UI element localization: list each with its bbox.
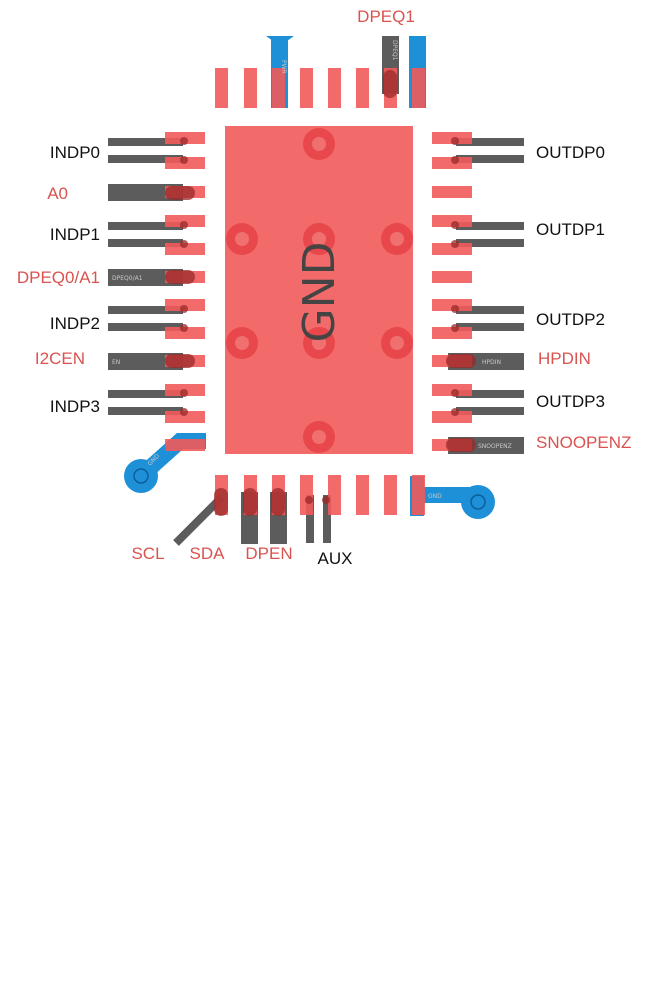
pad-right-4 <box>432 215 472 227</box>
pad-top-8 <box>412 68 425 108</box>
blue-arrow-top <box>266 36 294 46</box>
via-5 <box>226 327 258 359</box>
trace-tag-dpeq1: DPEQ1 <box>391 40 398 61</box>
pad-top-1 <box>215 68 228 108</box>
pad-left-7 <box>165 299 205 311</box>
trace-tag-snoopenz: SNOOPENZ <box>478 443 512 450</box>
via-6 <box>303 327 335 359</box>
center-gnd-pad <box>225 126 413 454</box>
pad-left-11 <box>165 411 205 423</box>
trace-indp2-b <box>108 323 183 331</box>
trace-outdp0-a <box>456 138 524 146</box>
trace-aux-b <box>323 495 331 543</box>
trace-a0 <box>108 184 183 201</box>
pad-right-10 <box>432 384 472 396</box>
label-dpeq1: DPEQ1 <box>357 7 415 26</box>
pad-bottom-4 <box>300 475 313 515</box>
trace-dpeq0 <box>108 269 183 286</box>
pad-bottom-6 <box>356 475 369 515</box>
trace-indp1-b <box>108 239 183 247</box>
trace-tag-gnd-br: GND <box>428 493 442 500</box>
trace-indp3-a <box>108 390 183 398</box>
via-2 <box>226 223 258 255</box>
pad-right-8 <box>432 327 472 339</box>
label-outdp2: OUTDP2 <box>536 310 605 329</box>
pad-right-3 <box>432 186 472 198</box>
pad-left-12 <box>165 439 205 451</box>
label-snoopenz: SNOOPENZ <box>536 433 631 452</box>
trace-i2cen <box>108 353 183 370</box>
via-blue-bottom-left <box>124 459 158 493</box>
trace-outdp2-b <box>456 323 524 331</box>
trace-aux-a <box>306 495 314 543</box>
via-3 <box>303 223 335 255</box>
pad-left-8 <box>165 327 205 339</box>
label-indp0: INDP0 <box>50 143 100 162</box>
pad-right-2 <box>432 157 472 169</box>
trace-outdp3-a <box>456 390 524 398</box>
trace-tag-top-blue: PWR <box>280 60 287 74</box>
trace-tag-dpeq0: DPEQ0/A1 <box>112 275 143 282</box>
label-i2cen: I2CEN <box>35 349 85 368</box>
pad-left-5 <box>165 243 205 255</box>
pad-top-5 <box>328 68 341 108</box>
pad-bottom-8 <box>412 475 425 515</box>
label-outdp3: OUTDP3 <box>536 392 605 411</box>
label-indp3: INDP3 <box>50 397 100 416</box>
trace-outdp2-a <box>456 306 524 314</box>
pad-right-7 <box>432 299 472 311</box>
trace-indp3-b <box>108 407 183 415</box>
trace-indp0-a <box>108 138 183 146</box>
pad-top-3 <box>272 68 285 108</box>
trace-pad-overlaps <box>165 70 476 516</box>
pad-right-11 <box>432 411 472 423</box>
via-1 <box>303 128 335 160</box>
gnd-label: GND <box>294 242 345 343</box>
label-outdp1: OUTDP1 <box>536 220 605 239</box>
label-sda: SDA <box>190 544 226 563</box>
trace-outdp3-b <box>456 407 524 415</box>
pad-bottom-5 <box>328 475 341 515</box>
label-scl: SCL <box>131 544 164 563</box>
label-indp1: INDP1 <box>50 225 100 244</box>
trace-indp1-a <box>108 222 183 230</box>
label-indp2: INDP2 <box>50 314 100 333</box>
trace-tag-i2cen: EN <box>112 359 120 366</box>
pad-bottom-7 <box>384 475 397 515</box>
label-dpen: DPEN <box>245 544 292 563</box>
pad-left-4 <box>165 215 205 227</box>
label-aux: AUX <box>318 549 353 568</box>
pad-right-6 <box>432 271 472 283</box>
trace-outdp0-b <box>456 155 524 163</box>
pad-top-4 <box>300 68 313 108</box>
pad-right-1 <box>432 132 472 144</box>
label-outdp0: OUTDP0 <box>536 143 605 162</box>
trace-indp2-a <box>108 306 183 314</box>
via-4 <box>381 223 413 255</box>
via-blue-bottom-right <box>461 485 495 519</box>
pad-top-2 <box>244 68 257 108</box>
label-dpeq0-a1: DPEQ0/A1 <box>17 268 100 287</box>
via-8 <box>303 421 335 453</box>
trace-tag-hpdin: HPDIN <box>482 359 501 366</box>
trace-outdp1-b <box>456 239 524 247</box>
label-hpdin: HPDIN <box>538 349 591 368</box>
trace-outdp1-a <box>456 222 524 230</box>
pad-top-6 <box>356 68 369 108</box>
pad-right-5 <box>432 243 472 255</box>
label-a0: A0 <box>47 184 68 203</box>
trace-indp0-b <box>108 155 183 163</box>
thermal-vias <box>226 128 413 453</box>
via-7 <box>381 327 413 359</box>
